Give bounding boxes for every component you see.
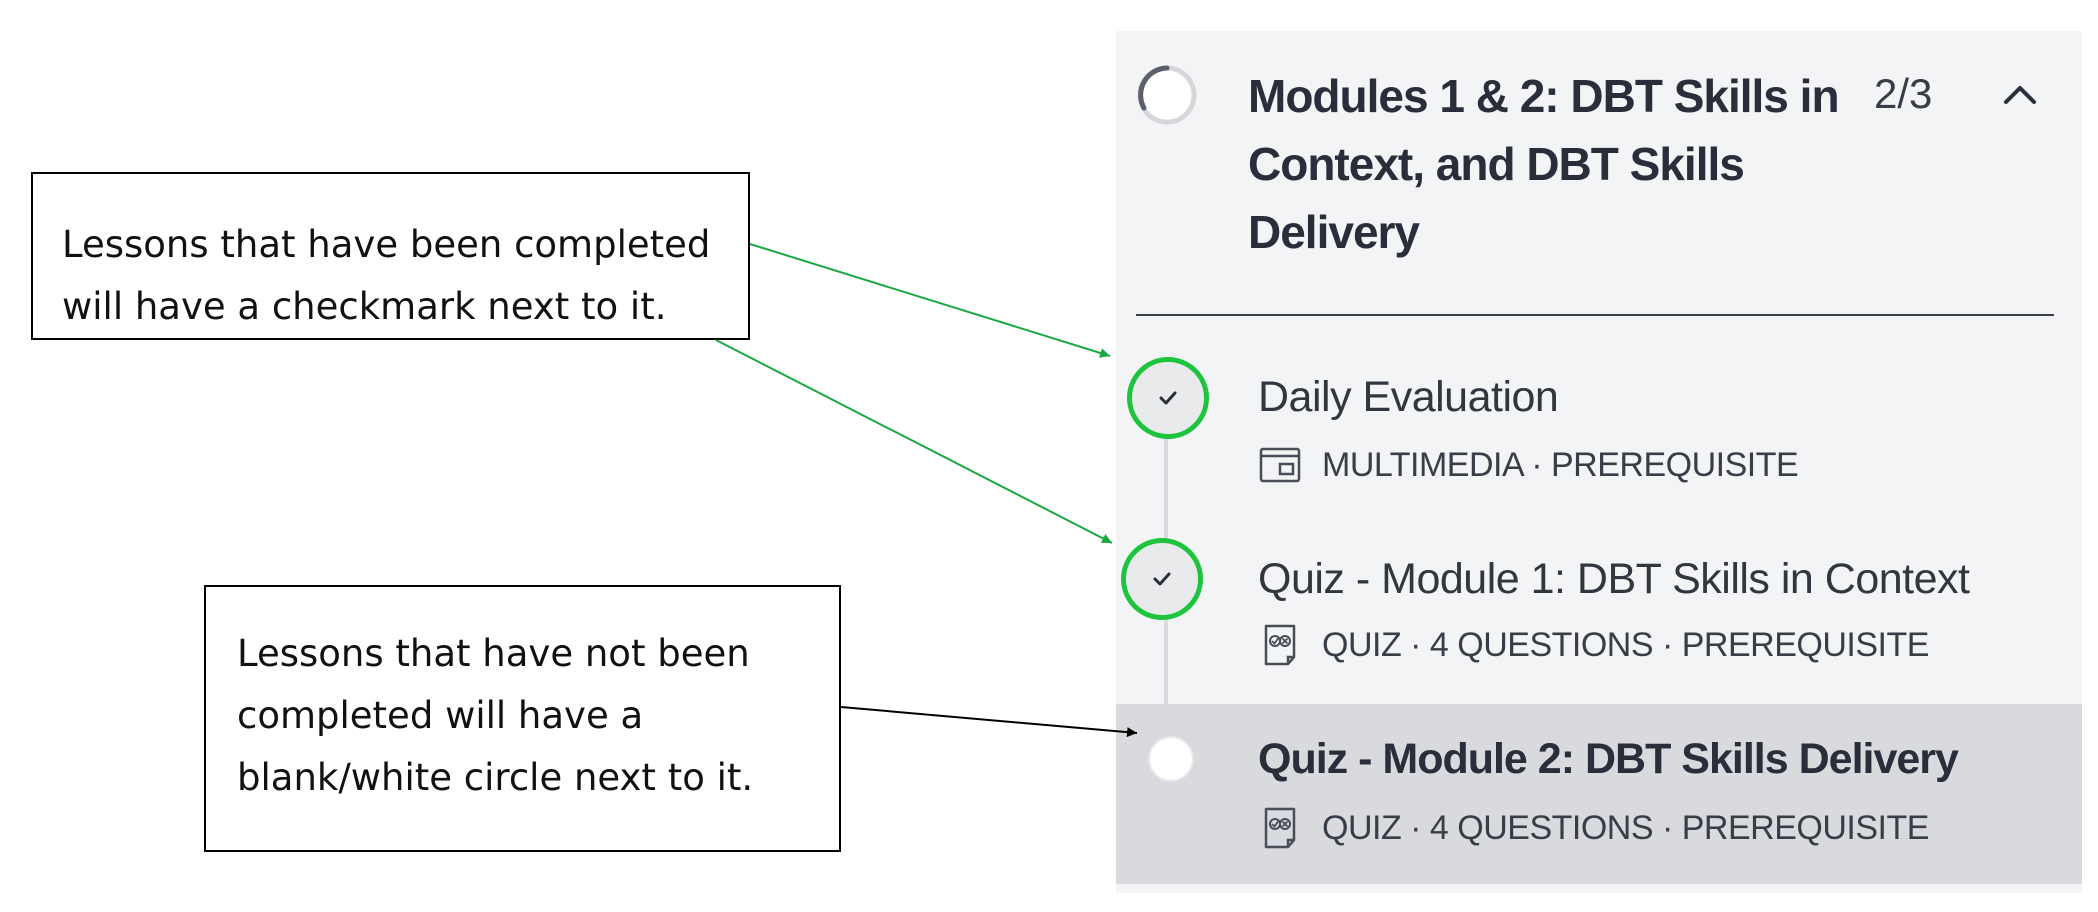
quiz-icon [1264, 624, 1296, 666]
callout-line: will have a checkmark next to it. [62, 285, 667, 328]
lesson-meta: QUIZ · 4 QUESTIONS · PREREQUISITE [1258, 623, 1929, 667]
module-title-line: Delivery [1248, 206, 1420, 258]
completed-status-icon [1121, 538, 1203, 620]
lesson-title: Quiz - Module 1: DBT Skills in Context [1258, 555, 1970, 603]
lesson-item-daily-evaluation[interactable]: Daily Evaluation MULTIMEDIA · PREREQUISI… [1116, 340, 2082, 506]
module-progress-icon [1137, 65, 1197, 125]
chevron-up-icon[interactable] [2000, 76, 2040, 116]
multimedia-icon [1259, 447, 1301, 483]
lesson-meta-text: QUIZ · 4 QUESTIONS · PREREQUISITE [1322, 808, 1929, 847]
lesson-item-quiz-module-2[interactable]: Quiz - Module 2: DBT Skills Delivery QUI… [1116, 704, 2082, 884]
lesson-meta: QUIZ · 4 QUESTIONS · PREREQUISITE [1258, 806, 1929, 850]
module-divider [1136, 314, 2054, 316]
lesson-meta-text: MULTIMEDIA · PREREQUISITE [1322, 445, 1799, 484]
lesson-meta: MULTIMEDIA · PREREQUISITE [1258, 443, 1799, 487]
completed-arrow [715, 339, 1113, 544]
incomplete-status-icon [1148, 736, 1194, 782]
callout-line: blank/white circle next to it. [237, 756, 754, 799]
completed-status-icon [1127, 357, 1209, 439]
quiz-icon [1264, 807, 1296, 849]
callout-line: completed will have a [237, 694, 644, 737]
lesson-meta-text: QUIZ · 4 QUESTIONS · PREREQUISITE [1322, 625, 1929, 664]
module-title[interactable]: Modules 1 & 2: DBT Skills in Context, an… [1248, 62, 1868, 266]
lesson-item-quiz-module-1[interactable]: Quiz - Module 1: DBT Skills in Context Q… [1116, 522, 2082, 702]
checkmark-icon [1159, 391, 1177, 405]
lesson-title: Daily Evaluation [1258, 373, 1559, 421]
module-title-line: Context, and DBT Skills [1248, 138, 1745, 190]
module-title-line: Modules 1 & 2: DBT Skills in [1248, 70, 1840, 122]
checkmark-icon [1153, 572, 1171, 586]
lesson-title: Quiz - Module 2: DBT Skills Delivery [1258, 735, 1959, 783]
incomplete-lessons-callout: Lessons that have not been completed wil… [204, 585, 841, 852]
completed-lessons-callout: Lessons that have been completed will ha… [31, 172, 750, 340]
completed-arrow [749, 243, 1111, 358]
callout-line: Lessons that have been completed [62, 223, 711, 266]
callout-line: Lessons that have not been [237, 632, 750, 675]
incomplete-arrow [840, 706, 1138, 738]
module-progress-count: 2/3 [1874, 70, 1933, 117]
